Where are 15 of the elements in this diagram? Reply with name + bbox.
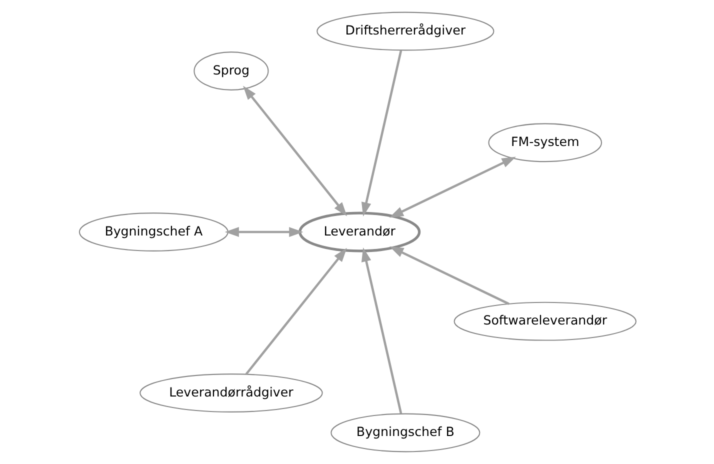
node-ellipse: Sprog — [193, 52, 268, 90]
arrow — [360, 50, 402, 216]
node-ellipse: Leverandørrådgiver — [139, 374, 322, 412]
node-ellipse: Bygningschef A — [78, 212, 228, 252]
arrow — [360, 247, 402, 414]
arrow — [224, 227, 303, 237]
arrow — [388, 156, 516, 218]
arrow — [242, 86, 347, 216]
node-ellipse: Softwareleverandør — [453, 302, 636, 341]
node-ellipse: FM-system — [488, 123, 602, 162]
node-ellipse: Leverandør — [298, 212, 420, 252]
arrow — [388, 246, 509, 305]
arrow — [244, 248, 346, 375]
node-ellipse: Driftsherrerådgiver — [316, 12, 494, 51]
node-ellipse: Bygningschef B — [330, 413, 480, 452]
